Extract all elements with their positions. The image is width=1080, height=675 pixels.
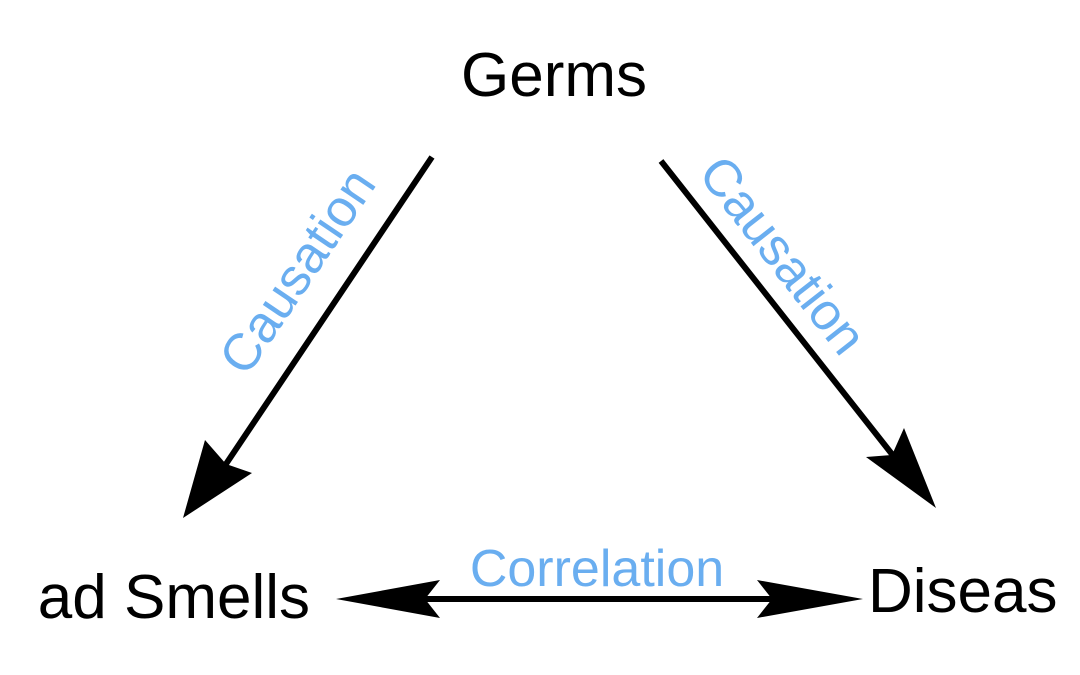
node-bad-smells: ad Smells <box>38 563 310 632</box>
arrowhead-right <box>866 428 936 508</box>
arrowhead-correlation-left <box>336 580 440 618</box>
arrowhead-correlation-right <box>757 580 863 618</box>
arrow-germs-to-bad-smells <box>183 155 435 518</box>
node-germs: Germs <box>461 41 647 110</box>
label-correlation: Correlation <box>470 540 724 598</box>
arrow-germs-to-disease <box>658 159 936 508</box>
arrow-correlation <box>336 580 863 618</box>
arrowhead-left <box>183 440 252 518</box>
node-disease: Diseas <box>868 557 1058 626</box>
